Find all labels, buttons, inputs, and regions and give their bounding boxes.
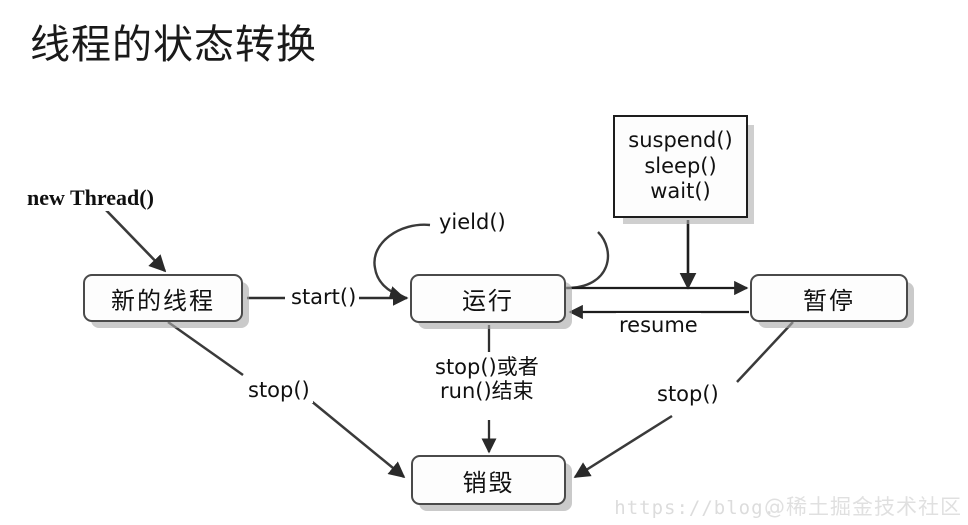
edge-yield-left: [373, 223, 431, 300]
edge-label-resume: resume: [616, 313, 701, 338]
node-blocking-ops-line-suspend: suspend(): [628, 128, 733, 153]
edge-stop-right-b: [573, 414, 673, 479]
page-title: 线程的状态转换: [30, 22, 317, 67]
edge-label-new-thread: new Thread(): [24, 185, 157, 211]
node-paused-label: 暂停: [803, 286, 855, 315]
edge-stop-left-a: [167, 320, 244, 377]
edge-stop-left-b: [309, 399, 406, 479]
node-new-thread[interactable]: 新的线程: [83, 274, 243, 322]
watermark-url: https://blog.: [614, 497, 776, 519]
edge-yield-right: [565, 231, 610, 290]
node-blocking-ops-line-sleep: sleep(): [644, 153, 717, 178]
edge-stop-right-a: [736, 321, 794, 383]
node-running-label: 运行: [462, 287, 514, 315]
edge-new-thread: [103, 207, 167, 273]
node-destroyed-label: 销毁: [462, 468, 515, 497]
node-blocking-ops-line-wait: wait(): [650, 179, 711, 204]
watermark: https://blog. @稀土掘金技术社区: [614, 491, 962, 521]
watermark-brand: @稀土掘金技术社区: [764, 495, 962, 519]
edge-label-stop-right: stop(): [654, 382, 722, 407]
node-destroyed[interactable]: 销毁: [411, 455, 566, 505]
edge-label-stop-mid-line1: stop()或者: [435, 355, 539, 379]
edge-label-stop-mid: stop()或者 run()结束: [432, 355, 542, 404]
node-new-thread-label: 新的线程: [111, 286, 215, 315]
node-blocking-ops[interactable]: suspend() sleep() wait(): [613, 115, 748, 218]
edge-label-start: start(): [288, 285, 360, 310]
node-running[interactable]: 运行: [410, 274, 566, 323]
edge-label-yield: yield(): [436, 210, 509, 235]
node-paused[interactable]: 暂停: [750, 274, 908, 322]
edge-label-stop-left: stop(): [245, 378, 313, 403]
edge-label-stop-mid-line2: run()结束: [440, 379, 534, 404]
